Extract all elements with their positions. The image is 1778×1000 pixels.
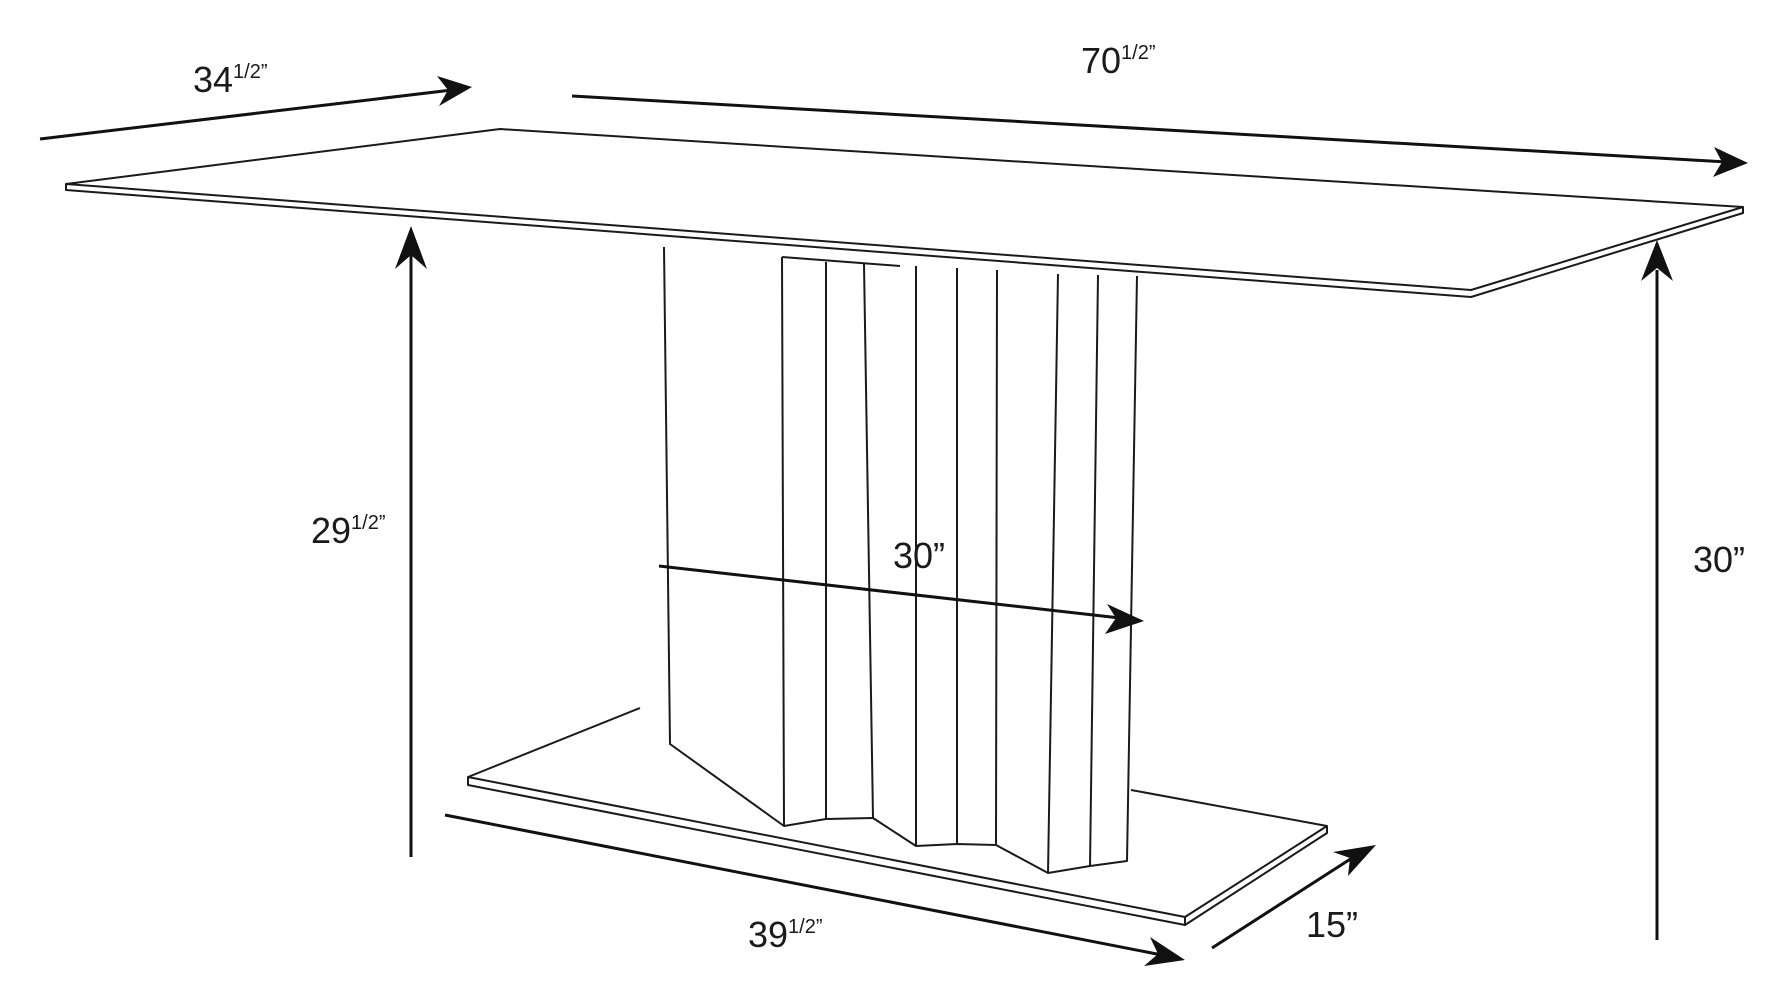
dim-label-top-length: 701/2”	[1081, 40, 1156, 81]
arrow-under-top-height	[395, 226, 427, 857]
arrow-pedestal-width	[658, 564, 1144, 634]
dim-label-under-top-height: 291/2”	[311, 510, 386, 551]
dim-label-pedestal-width: 30”	[893, 535, 945, 576]
dim-label-base-length: 391/2”	[748, 914, 823, 955]
dim-label-base-depth: 15”	[1306, 904, 1358, 945]
arrow-base-depth	[1211, 845, 1376, 950]
arrow-top-depth	[39, 76, 472, 141]
base-plate	[467, 707, 1328, 926]
arrow-base-length	[444, 813, 1185, 966]
arrow-top-length	[571, 94, 1748, 177]
dim-label-overall-height: 30”	[1693, 539, 1745, 580]
dim-label-top-depth: 341/2”	[193, 59, 268, 100]
pedestal-column	[663, 246, 1138, 874]
arrow-overall-height	[1641, 240, 1673, 940]
table-top	[65, 128, 1744, 298]
